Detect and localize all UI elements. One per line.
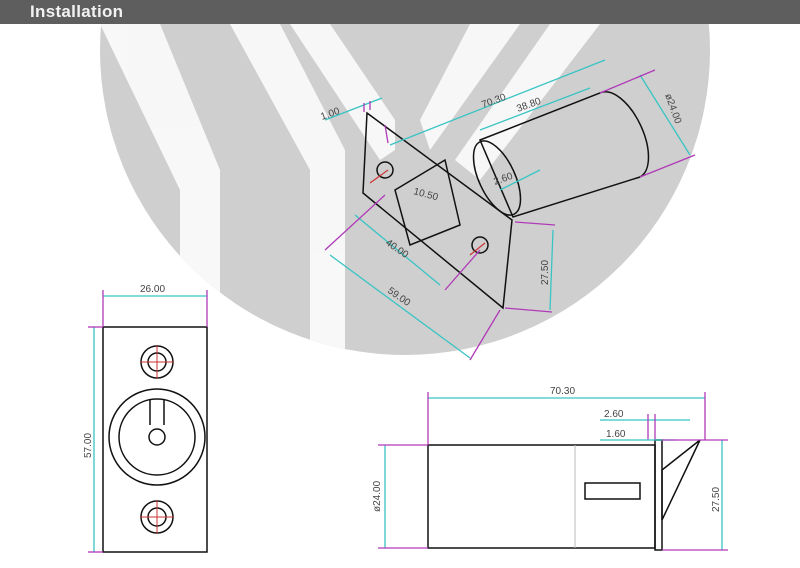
background-circle — [100, 0, 710, 355]
screw-hole-top — [376, 161, 394, 179]
section-title: Installation — [30, 2, 124, 21]
dim-side-plate-width: 27.50 — [711, 487, 722, 512]
dim-plate-width: 27.50 — [540, 260, 551, 285]
side-plate — [654, 439, 663, 551]
side-view: 70.30 2.60 1.60 ø24.00 27.50 — [372, 386, 728, 551]
latch-bolt — [394, 158, 461, 247]
dim-front-width: 26.00 — [140, 284, 165, 295]
dim-side-diameter: ø24.00 — [372, 480, 383, 512]
dim-side-bolt-offset: 2.60 — [604, 409, 624, 420]
dim-front-height: 57.00 — [83, 433, 94, 458]
front-view: 26.00 57.00 — [83, 284, 208, 553]
front-plate — [102, 326, 208, 553]
side-cylinder — [427, 444, 656, 549]
cylinder-front — [472, 140, 522, 216]
cylinder-body — [479, 91, 650, 218]
screw-hole-bottom — [471, 236, 489, 254]
face-plate — [362, 111, 513, 310]
section-header: Installation — [0, 0, 800, 24]
dim-side-plate-thickness: 1.60 — [606, 429, 626, 440]
dim-side-overall-length: 70.30 — [550, 386, 575, 397]
